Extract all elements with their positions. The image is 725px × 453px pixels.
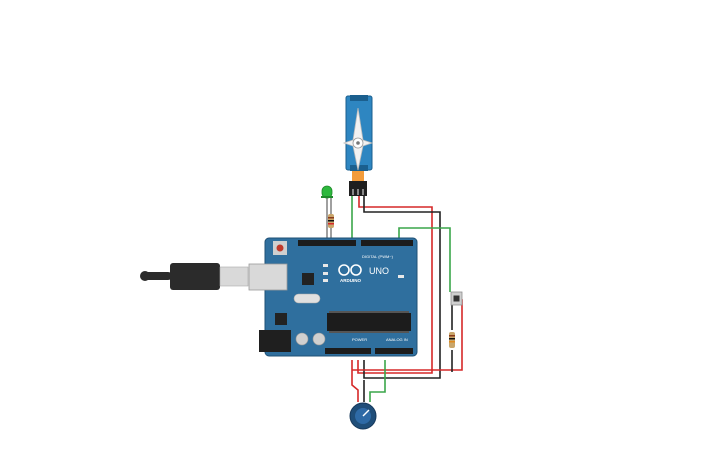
- wire-servo-ground[interactable]: [363, 195, 441, 379]
- usb-plug-body: [170, 263, 220, 290]
- atmega-chip: [327, 313, 411, 331]
- resistor-button-body: [449, 332, 455, 348]
- reset-button-cap: [276, 244, 284, 252]
- power-header[interactable]: [325, 348, 371, 354]
- potentiometer[interactable]: [349, 402, 377, 430]
- voltage-regulator: [275, 313, 287, 325]
- pushbutton[interactable]: [450, 291, 463, 306]
- usb-cable[interactable]: [140, 263, 249, 290]
- board-led-l: [323, 264, 328, 267]
- board-led-on: [398, 275, 404, 278]
- resistor-button-band-2: [449, 338, 455, 340]
- resistor-button-band-3: [449, 341, 455, 343]
- board-logo-text: ARDUINO: [340, 278, 361, 283]
- servo-connector-pin-3: [362, 189, 364, 195]
- chip-socket-bottom: [329, 331, 409, 333]
- servo-top-tab: [350, 95, 368, 101]
- resistor-led[interactable]: [328, 214, 334, 228]
- arduino-logo-icon: [338, 264, 362, 276]
- led-rim: [321, 196, 333, 198]
- servo-cable: [352, 171, 364, 181]
- resistor-button-band-1: [449, 335, 455, 337]
- resistor-led-band-3: [328, 223, 334, 225]
- resistor-led-band-1: [328, 217, 334, 219]
- servo-connector-pin-1: [352, 189, 354, 195]
- chip-socket: [329, 311, 409, 313]
- digital-label: DIGITAL (PWM~): [362, 254, 394, 259]
- analog-header[interactable]: [375, 348, 413, 354]
- power-label: POWER: [352, 337, 367, 342]
- wire-pot-signal[interactable]: [369, 360, 386, 402]
- resistor-button[interactable]: [449, 332, 455, 348]
- usb-plug-metal: [219, 266, 249, 287]
- crystal-oscillator: [293, 293, 321, 304]
- wire-button-signal[interactable]: [398, 227, 451, 292]
- power-jack[interactable]: [259, 330, 291, 352]
- board-led-rx: [323, 279, 328, 282]
- usb-cable-end: [140, 271, 150, 281]
- digital-header-right[interactable]: [361, 240, 413, 246]
- wire-pot-power[interactable]: [351, 360, 359, 402]
- servo-screw: [356, 141, 360, 145]
- pushbutton-cap[interactable]: [453, 295, 460, 302]
- usb-chip: [302, 273, 314, 285]
- resistor-led-band-2: [328, 220, 334, 222]
- servo-bottom-tab: [350, 165, 368, 171]
- capacitor-2: [312, 332, 326, 346]
- capacitor-1: [295, 332, 309, 346]
- board-model-text: UNO: [369, 266, 389, 276]
- wire-servo-power[interactable]: [357, 195, 433, 374]
- green-led[interactable]: [321, 185, 333, 199]
- usb-b-port[interactable]: [248, 263, 288, 291]
- board-led-tx: [323, 272, 328, 275]
- digital-header-left[interactable]: [298, 240, 356, 246]
- servo-motor[interactable]: [342, 95, 374, 196]
- analog-label: ANALOG IN: [386, 337, 408, 342]
- pot-indicator: [362, 409, 370, 417]
- servo-connector-pin-2: [357, 189, 359, 195]
- arduino-board[interactable]: ARDUINO UNO DIGITAL (PWM~) POWER ANALOG …: [248, 237, 418, 357]
